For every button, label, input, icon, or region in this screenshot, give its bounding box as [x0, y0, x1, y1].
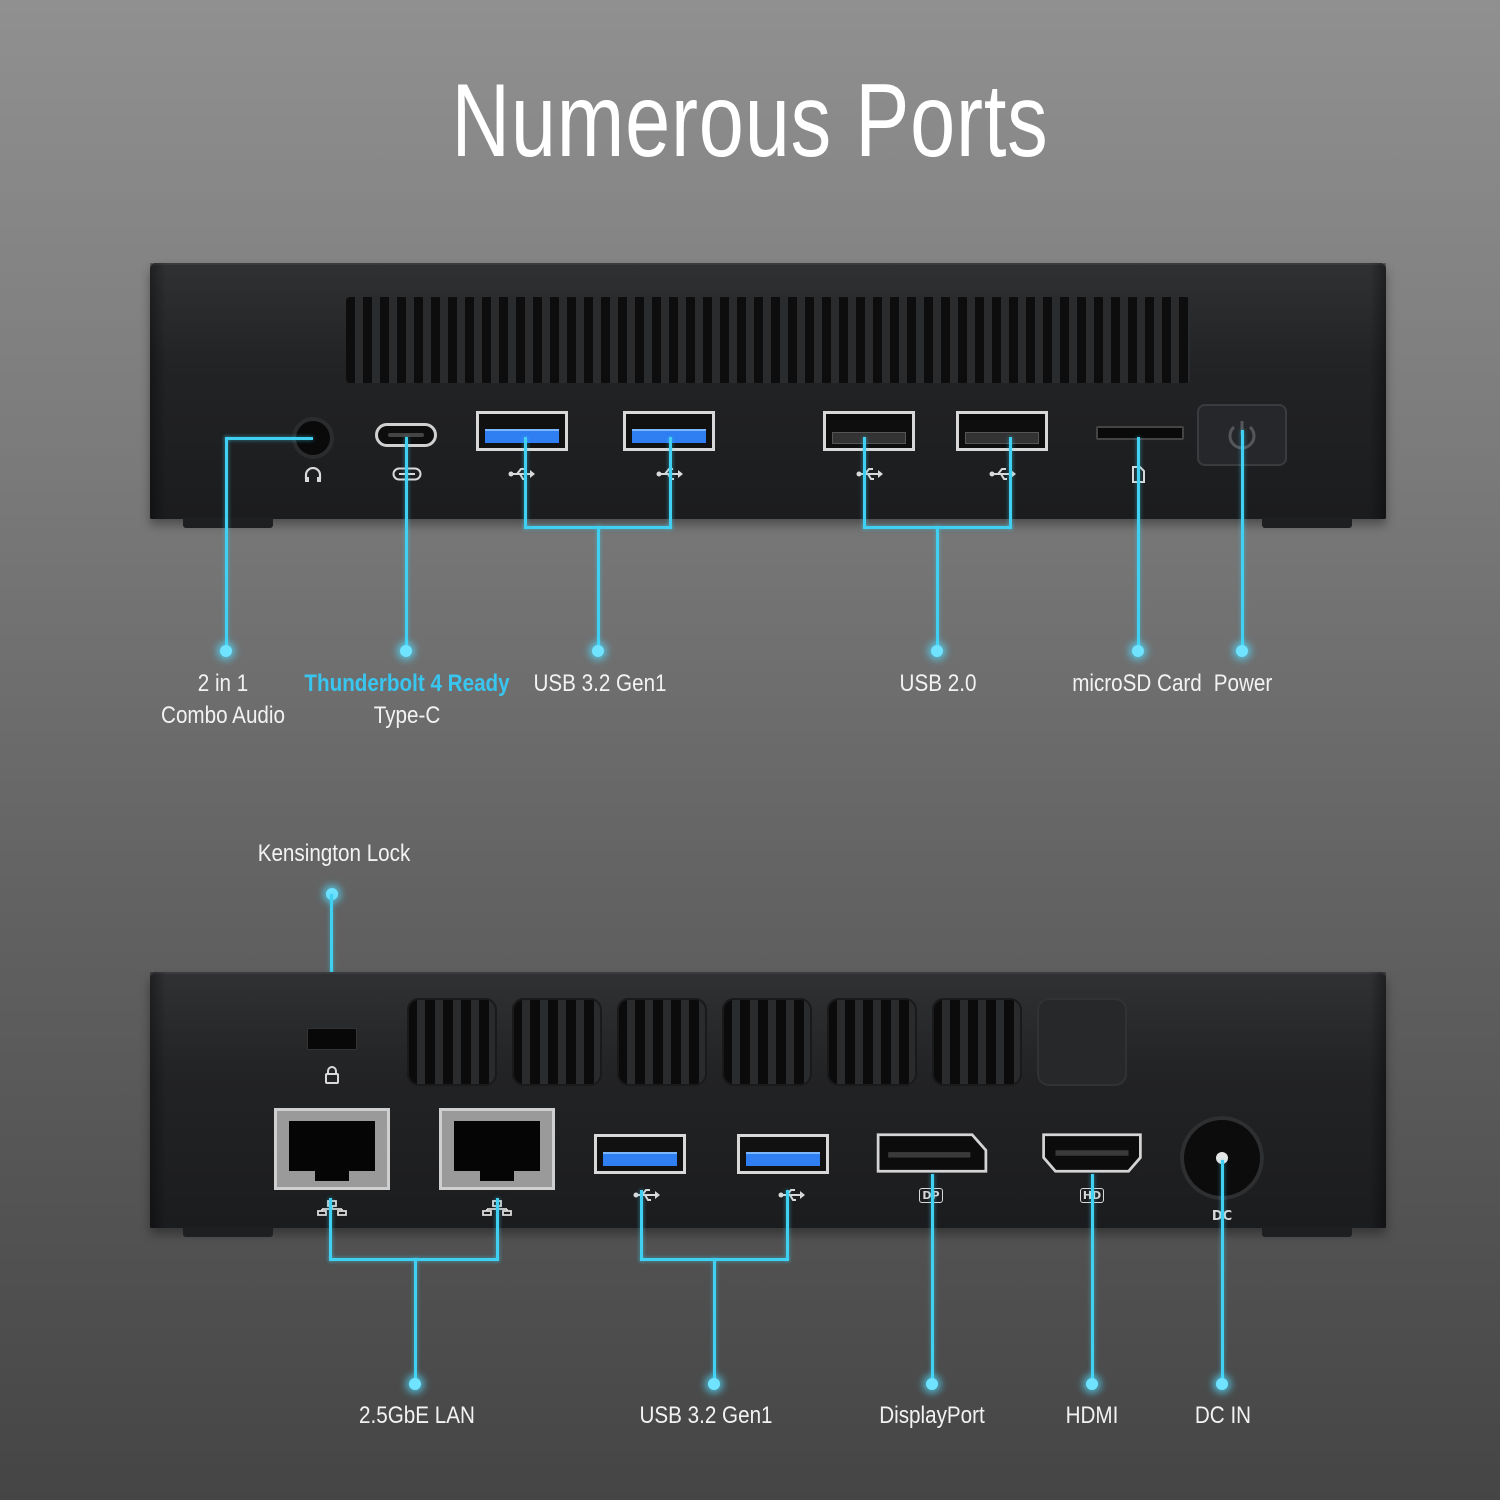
usb-icon [983, 467, 1023, 485]
callout-dot [409, 1378, 421, 1390]
label-power: Power [1213, 670, 1273, 697]
page-title: Numerous Ports [451, 63, 1049, 179]
callout-dot [1216, 1378, 1228, 1390]
usb-icon [627, 1188, 667, 1206]
usb-2-port [956, 411, 1048, 451]
front-panel [150, 263, 1386, 519]
lan-icon [312, 1200, 352, 1220]
device-foot [183, 1227, 273, 1237]
usb-3-port [594, 1134, 686, 1174]
usb-3-port [737, 1134, 829, 1174]
callout-dot [708, 1378, 720, 1390]
label-thunderbolt: Thunderbolt 4 Ready Type-C [304, 670, 510, 729]
device-foot [1262, 1227, 1352, 1237]
usb-icon [772, 1188, 812, 1206]
ethernet-port [439, 1108, 555, 1190]
callout-dot [1086, 1378, 1098, 1390]
callout-dot [1132, 645, 1144, 657]
rear-vent [722, 998, 812, 1086]
label-usb32-back: USB 3.2 Gen1 [639, 1402, 773, 1429]
label-displayport: DisplayPort [879, 1402, 985, 1429]
label-lan: 2.5GbE LAN [359, 1402, 475, 1429]
label-kensington: Kensington Lock [257, 840, 411, 867]
hdmi-port [1042, 1133, 1142, 1173]
rear-vent [407, 998, 497, 1086]
kensington-slot [307, 1028, 357, 1050]
microsd-slot [1096, 426, 1184, 440]
rear-vent [827, 998, 917, 1086]
lock-icon [312, 1066, 352, 1088]
label-usb32-front: USB 3.2 Gen1 [533, 670, 667, 697]
label-dc-in: DC IN [1194, 1402, 1252, 1429]
callout-dot [400, 645, 412, 657]
rear-vent [512, 998, 602, 1086]
back-panel: DP HD DC [150, 972, 1386, 1228]
rear-vent [1037, 998, 1127, 1086]
callout-dot [1236, 645, 1248, 657]
device-foot [183, 518, 273, 528]
usb-3-port [476, 411, 568, 451]
callout-dot [931, 645, 943, 657]
displayport-port [876, 1133, 988, 1173]
device-foot [1262, 518, 1352, 528]
usb-icon [502, 467, 542, 485]
rear-vent [617, 998, 707, 1086]
label-microsd: microSD Card [1072, 670, 1202, 697]
front-vent-grille [346, 297, 1190, 383]
callout-dot [592, 645, 604, 657]
callout-dot [926, 1378, 938, 1390]
label-hdmi: HDMI [1065, 1402, 1119, 1429]
usb-2-port [823, 411, 915, 451]
ethernet-port [274, 1108, 390, 1190]
label-combo-audio: 2 in 1 Combo Audio [161, 670, 285, 729]
label-usb20: USB 2.0 [899, 670, 977, 697]
callout-dot [220, 645, 232, 657]
rear-vent [932, 998, 1022, 1086]
usb-icon [850, 467, 890, 485]
headphone-icon [293, 466, 333, 487]
